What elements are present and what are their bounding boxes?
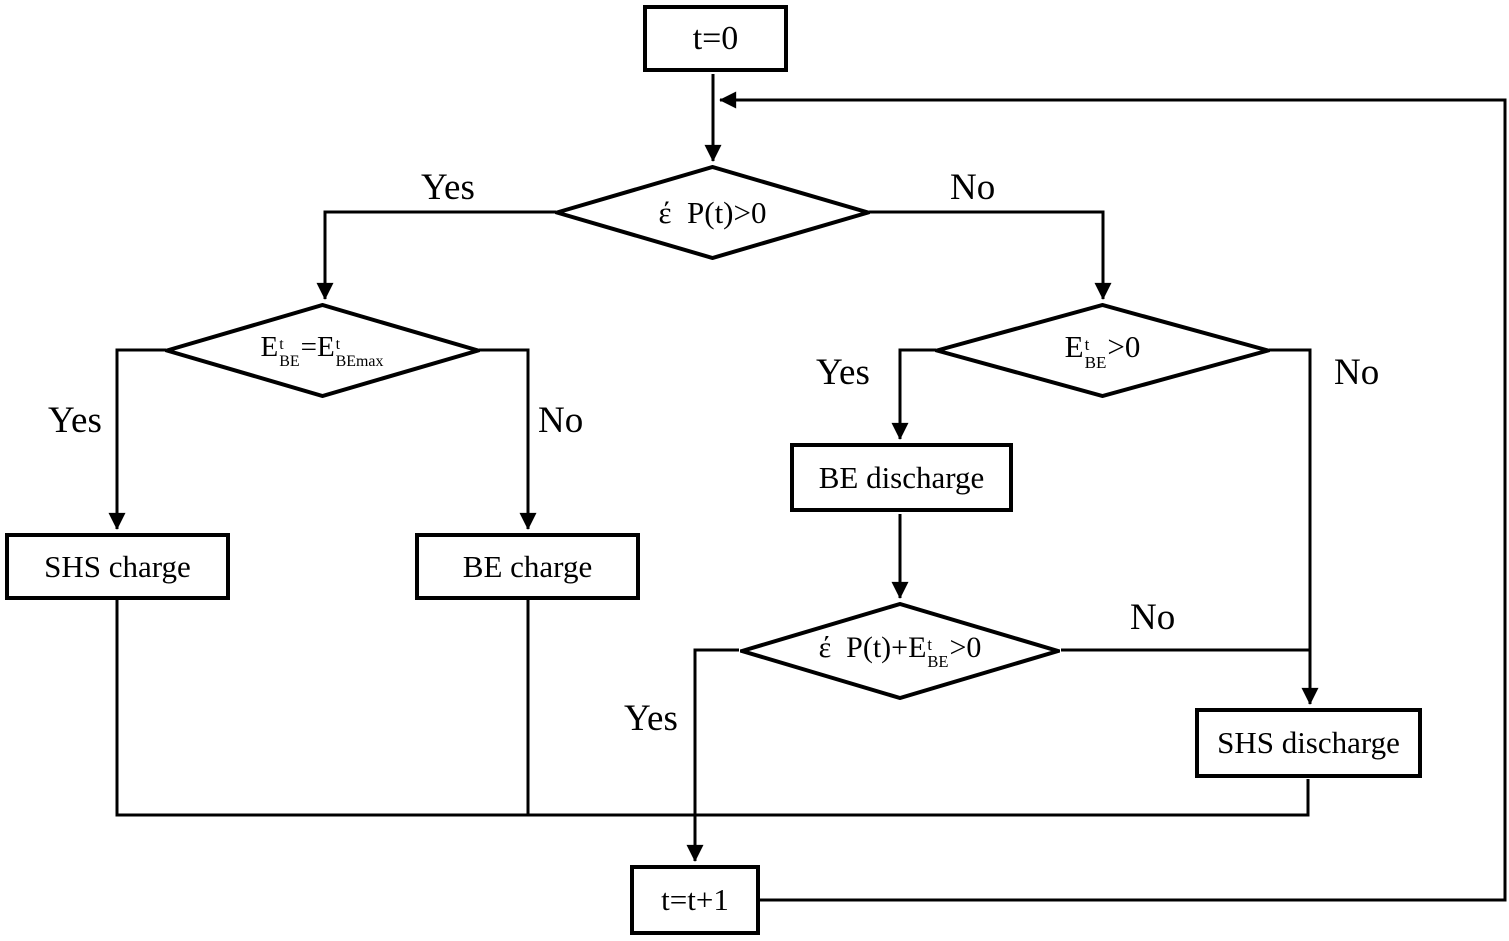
edge-label-d1-no: No bbox=[950, 167, 996, 208]
node-be-discharge: BE discharge bbox=[790, 443, 1013, 512]
edge-d2-no bbox=[479, 348, 537, 530]
diamond-shape bbox=[555, 165, 870, 260]
diamond-shape bbox=[165, 303, 480, 398]
node-shs-discharge-label: SHS discharge bbox=[1217, 725, 1400, 760]
node-be-charge-label: BE charge bbox=[462, 548, 593, 584]
node-t-increment: t=t+1 bbox=[630, 865, 760, 935]
edge-label-d3-no: No bbox=[1334, 352, 1380, 393]
edge-d4-yes bbox=[686, 648, 739, 862]
edge-d3-no bbox=[1269, 348, 1319, 705]
edge-d2-yes bbox=[108, 348, 166, 530]
edge-d1-yes bbox=[316, 210, 556, 300]
edge-label-d4-no: No bbox=[1130, 597, 1176, 638]
node-start: t=0 bbox=[643, 5, 788, 72]
node-t-increment-label: t=t+1 bbox=[661, 882, 729, 917]
node-start-label: t=0 bbox=[692, 19, 739, 57]
node-shs-charge: SHS charge bbox=[5, 533, 230, 600]
edge-d1-no bbox=[869, 210, 1112, 300]
edge-label-d3-yes: Yes bbox=[816, 352, 870, 393]
edge-loop-back bbox=[719, 91, 1507, 902]
edge-label-d4-yes: Yes bbox=[624, 698, 678, 739]
node-shs-discharge: SHS discharge bbox=[1195, 708, 1422, 778]
node-decision-power-positive: έ P(t)>0 bbox=[555, 165, 870, 260]
node-be-charge: BE charge bbox=[415, 533, 640, 600]
edge-merge-bus bbox=[115, 779, 1310, 817]
edge-label-d1-yes: Yes bbox=[421, 167, 475, 208]
diamond-shape bbox=[740, 602, 1060, 700]
diamond-shape bbox=[935, 303, 1270, 398]
node-be-discharge-label: BE discharge bbox=[818, 459, 985, 495]
node-decision-power-positive-label: έ P(t)>0 bbox=[658, 194, 767, 230]
edge-label-d2-no: No bbox=[538, 400, 584, 441]
node-shs-charge-label: SHS charge bbox=[44, 548, 191, 584]
edge-d3-yes bbox=[891, 348, 936, 440]
edge-label-d2-yes: Yes bbox=[48, 400, 102, 441]
